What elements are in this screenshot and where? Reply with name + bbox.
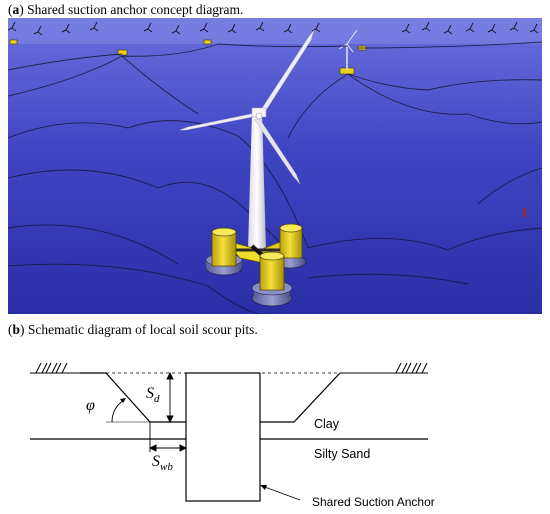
phi-arc [111,399,125,423]
silty-sand-label: Silty Sand [314,447,370,461]
suction-anchor [185,372,261,502]
sd-dimension [166,371,174,424]
scour-pit-left [80,372,186,423]
caption-a-text: Shared suction anchor concept diagram. [23,2,244,17]
mooring-lines [8,41,542,314]
horizon-band [8,18,542,44]
caption-a-letter: a [12,2,20,17]
marker-buoy [523,208,526,217]
caption-b-letter: b [12,322,21,337]
ground-hatch-right [340,362,428,374]
anchor-leader-line [261,485,301,501]
distant-turbine [338,29,358,70]
anchor-leader-arrow [260,485,267,490]
swb-label: Swb [152,453,173,473]
main-turbine [179,29,315,250]
anchor-label: Shared Suction Anchor [312,495,435,509]
concept-illustration [8,18,542,314]
phi-label: φ [86,397,95,414]
swb-dimension [148,422,188,452]
ground-hatch-left [30,362,80,374]
semi-submersible-platform [205,223,307,307]
scour-pit-schematic: Sd φ Swb Clay Silty Sand Shared Suction … [30,362,435,509]
phi-arrow [120,398,126,403]
far-turbine-row [8,21,539,36]
caption-a: (a) Shared suction anchor concept diagra… [8,2,244,17]
sd-label: Sd [146,385,160,405]
clay-label: Clay [314,417,340,431]
caption-b: (b) Schematic diagram of local soil scou… [8,322,258,337]
scour-pit-right [260,372,341,423]
caption-b-text: Schematic diagram of local soil scour pi… [24,322,258,337]
